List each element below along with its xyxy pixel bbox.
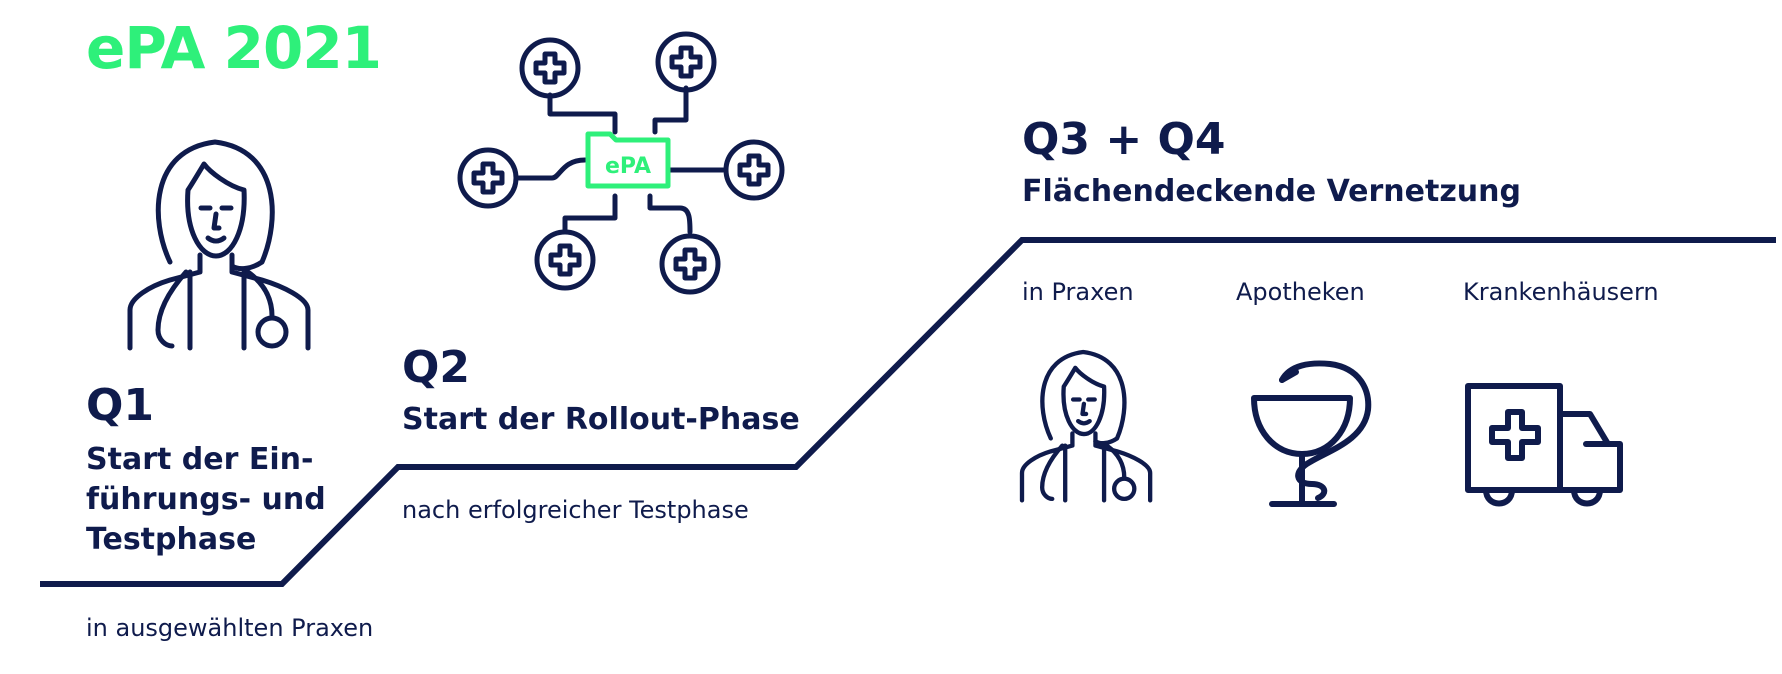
pharmacy-icon — [1251, 360, 1372, 507]
timeline-staircase-line — [40, 237, 1776, 587]
medical-cross-icon — [655, 31, 717, 93]
phase-q1-subtitle: Start der Ein-führungs- und Testphase — [86, 442, 326, 557]
medical-cross-icons — [457, 31, 785, 295]
medical-cross-icon — [519, 37, 581, 99]
phase-q1-label: Q1 — [86, 380, 155, 431]
phase-q2-label: Q2 — [402, 342, 471, 393]
phase-q34-subtitle: Flächendeckende Vernetzung — [1022, 174, 1521, 209]
category-krankenhaeuser-label: Krankenhäusern — [1463, 278, 1659, 306]
phase-q2-subtitle: Start der Rollout-Phase — [402, 402, 800, 437]
network-icon — [516, 85, 726, 235]
phase-q34-label: Q3 + Q4 — [1022, 114, 1226, 165]
phase-q1-note: in ausgewählten Praxen — [86, 614, 374, 642]
folder-label: ePA — [605, 154, 651, 179]
ambulance-icon — [1465, 383, 1623, 507]
doctor-icon — [127, 139, 311, 351]
category-apotheken-label: Apotheken — [1236, 278, 1365, 306]
phase-q2-note: nach erfolgreicher Testphase — [402, 496, 749, 524]
medical-cross-icon — [659, 233, 721, 295]
medical-cross-icon — [723, 139, 785, 201]
medical-cross-icon — [457, 147, 519, 209]
page-title: ePA 2021 — [86, 14, 382, 82]
folder-icon — [585, 131, 671, 189]
doctor-small-icon — [1019, 349, 1153, 503]
medical-cross-icon — [534, 229, 596, 291]
category-praxen-label: in Praxen — [1022, 278, 1134, 306]
